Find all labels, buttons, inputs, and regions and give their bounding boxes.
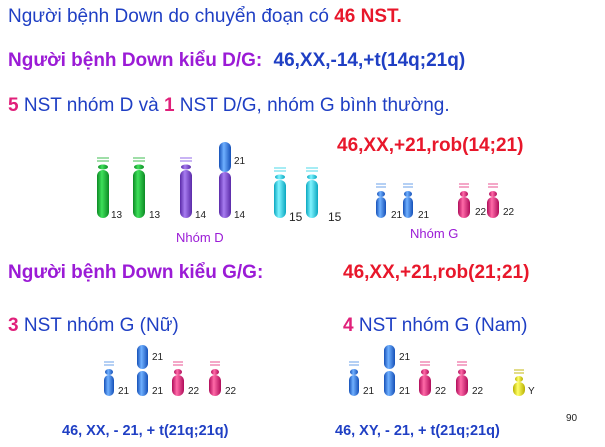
female-chromosome-21-21 xyxy=(137,345,148,396)
female-label-21a: 21 xyxy=(118,386,130,397)
line-3-num1: 5 xyxy=(8,95,19,116)
male-label-21b: 21 xyxy=(399,352,411,363)
chromosome-g-21a xyxy=(376,183,386,218)
male-text: NST nhóm G (Nam) xyxy=(353,315,528,336)
female-num: 3 xyxy=(8,315,19,336)
chromosome-g-21b xyxy=(403,183,413,218)
dg-karyotype: 46,XX,-14,+t(14q;21q) xyxy=(273,50,466,71)
female-label-21b: 21 xyxy=(152,352,164,363)
line-4: Người bệnh Down kiểu G/G: xyxy=(8,262,263,284)
dg-karyotype-2: 46,XX,+21,rob(14;21) xyxy=(337,135,524,156)
label-13b: 13 xyxy=(149,210,161,221)
label-g-21b: 21 xyxy=(418,210,430,221)
male-chromosome-y xyxy=(513,369,525,396)
label-g-22a: 22 xyxy=(475,207,487,218)
chromosome-14-21-translocation xyxy=(219,142,231,218)
male-label-y: Y xyxy=(528,386,535,397)
male-num: 4 xyxy=(343,315,354,336)
chromosome-15b xyxy=(306,167,318,218)
female-chromosome-22b xyxy=(209,361,221,396)
line-1-highlight: 46 NST. xyxy=(334,6,402,27)
male-caption: 46, XY, - 21, + t(21q;21q) xyxy=(335,423,500,439)
male-chromosome-21a xyxy=(349,361,359,396)
line-2: Người bệnh Down kiểu D/G: 46,XX,-14,+t(1… xyxy=(8,50,465,72)
chromosome-15a xyxy=(274,167,286,218)
gg-label: Người bệnh Down kiểu G/G: xyxy=(8,262,264,283)
label-g-21a: 21 xyxy=(391,210,403,221)
label-15a: 15 xyxy=(289,210,303,224)
chromosome-13b xyxy=(133,157,145,218)
label-14a: 14 xyxy=(195,210,207,221)
line-3-num2: 1 xyxy=(163,95,175,116)
chromosome-14a xyxy=(180,157,192,218)
male-label-21a: 21 xyxy=(363,386,375,397)
male-chromosome-21-21 xyxy=(384,345,395,396)
female-chromosome-22a xyxy=(172,361,184,396)
female-chromosome-21a xyxy=(104,361,114,396)
line-5-male: 4 NST nhóm G (Nam) xyxy=(343,315,527,337)
female-text: NST nhóm G (Nữ) xyxy=(18,315,179,336)
male-chromosome-22a xyxy=(419,361,431,396)
gg-karyotype: 46,XX,+21,rob(21;21) xyxy=(343,262,530,283)
label-14b: 14 xyxy=(234,210,246,221)
page-number: 90 xyxy=(566,413,578,424)
label-13a: 13 xyxy=(111,210,123,221)
line-3-rest: NST D/G, nhóm G bình thường. xyxy=(174,95,450,116)
male-label-21c: 21 xyxy=(399,386,411,397)
chromosome-g-22b xyxy=(487,183,499,218)
male-chromosome-22b xyxy=(456,361,468,396)
line-3-mid: NST nhóm D và xyxy=(18,95,164,116)
label-21-translocated: 21 xyxy=(234,156,246,167)
group-d-label: Nhóm D xyxy=(176,230,224,245)
chromosome-13a xyxy=(97,157,109,218)
label-15b: 15 xyxy=(328,210,342,224)
female-label-21c: 21 xyxy=(152,386,164,397)
chromosome-g-22a xyxy=(458,183,470,218)
dg-label: Người bệnh Down kiểu D/G: xyxy=(8,50,263,71)
female-label-22a: 22 xyxy=(188,386,200,397)
female-caption: 46, XX, - 21, + t(21q;21q) xyxy=(62,423,229,439)
line-3: 5 NST nhóm D và 1 NST D/G, nhóm G bình t… xyxy=(8,95,450,117)
line-1-prefix: Người bệnh Down do chuyển đoạn có xyxy=(8,6,335,27)
group-g-label: Nhóm G xyxy=(410,226,459,241)
line-1: Người bệnh Down do chuyển đoạn có 46 NST… xyxy=(8,6,402,28)
label-g-22b: 22 xyxy=(503,207,515,218)
line-5-female: 3 NST nhóm G (Nữ) xyxy=(8,315,179,337)
male-label-22a: 22 xyxy=(435,386,447,397)
male-label-22b: 22 xyxy=(472,386,484,397)
female-label-22b: 22 xyxy=(225,386,237,397)
